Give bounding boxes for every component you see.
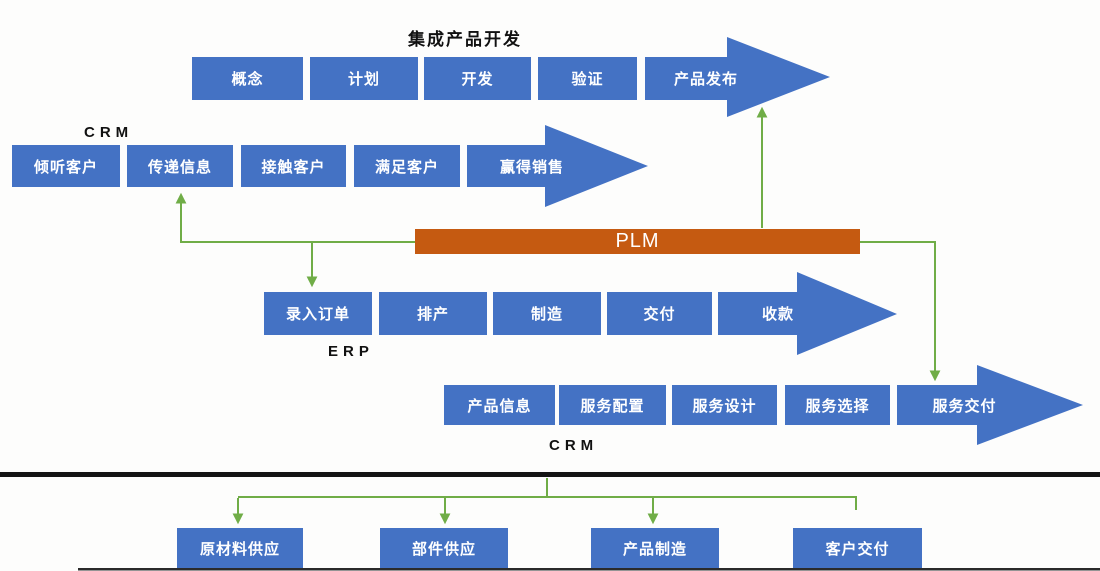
supply-box-customer-delivery: 客户交付 bbox=[793, 528, 922, 568]
service-stage-select: 服务选择 bbox=[785, 385, 890, 425]
crm-top-label: CRM bbox=[84, 124, 134, 141]
crm-stage-deliver-info: 传递信息 bbox=[127, 145, 233, 187]
flow-arrow-shapes bbox=[467, 37, 1083, 445]
supply-box-raw-material: 原材料供应 bbox=[177, 528, 303, 568]
ipd-stage-concept: 概念 bbox=[192, 57, 303, 100]
service-stage-config: 服务配置 bbox=[559, 385, 666, 425]
supply-trunk-connector bbox=[238, 478, 857, 510]
erp-arrow bbox=[718, 272, 897, 355]
crm-top-arrow bbox=[467, 125, 648, 207]
service-arrow-label: 服务交付 bbox=[932, 397, 997, 415]
erp-stage-manufacture: 制造 bbox=[493, 292, 601, 335]
service-crm-label: CRM bbox=[549, 437, 599, 454]
service-arrow bbox=[897, 365, 1083, 445]
supply-box-parts: 部件供应 bbox=[380, 528, 508, 568]
plm-to-service-connector bbox=[860, 241, 941, 382]
ipd-title: 集成产品开发 bbox=[408, 30, 522, 49]
service-stage-product-info: 产品信息 bbox=[444, 385, 555, 425]
ipd-stage-plan: 计划 bbox=[310, 57, 418, 100]
ipd-stage-develop: 开发 bbox=[424, 57, 531, 100]
erp-label: ERP bbox=[328, 343, 374, 360]
erp-stage-order-entry: 录入订单 bbox=[264, 292, 372, 335]
section-divider-line bbox=[0, 472, 1100, 477]
green-connectors bbox=[175, 106, 941, 525]
supply-box-product-manufacture: 产品制造 bbox=[591, 528, 719, 568]
erp-arrow-label: 收款 bbox=[761, 306, 794, 323]
crm-stage-satisfy: 满足客户 bbox=[354, 145, 460, 187]
service-stage-design: 服务设计 bbox=[672, 385, 777, 425]
bottom-border-line bbox=[78, 568, 1100, 571]
ipd-stage-verify: 验证 bbox=[538, 57, 637, 100]
crm-stage-contact: 接触客户 bbox=[241, 145, 346, 187]
ipd-arrow-label: 产品发布 bbox=[673, 71, 738, 88]
erp-stage-deliver: 交付 bbox=[607, 292, 712, 335]
crm-stage-listen: 倾听客户 bbox=[12, 145, 120, 187]
erp-stage-scheduling: 排产 bbox=[379, 292, 487, 335]
ipd-arrow bbox=[645, 37, 830, 117]
plm-bar: PLM bbox=[415, 229, 860, 254]
crm-top-arrow-label: 赢得销售 bbox=[499, 158, 564, 176]
plm-to-crm-connector bbox=[175, 192, 415, 243]
